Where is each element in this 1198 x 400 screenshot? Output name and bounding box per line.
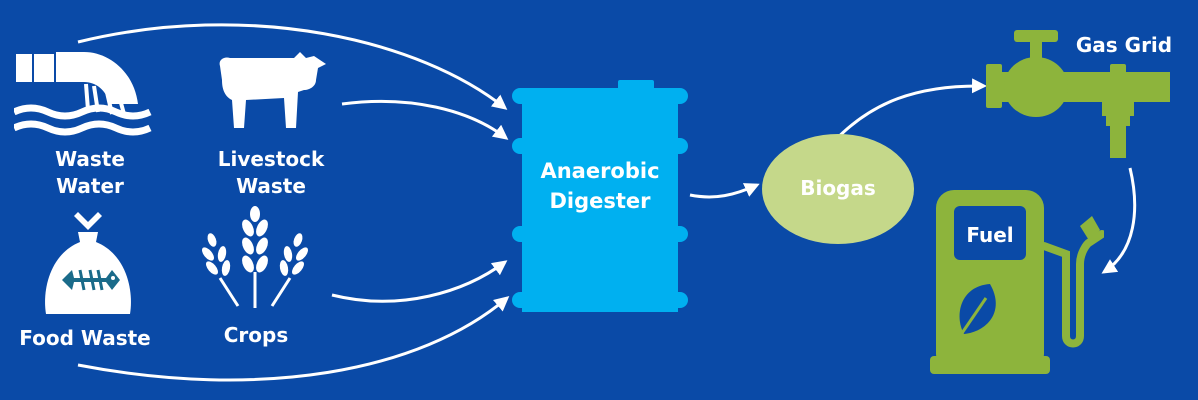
livestock-label-line2: Waste [236, 174, 306, 198]
digester-label-line1: Anaerobic [540, 159, 660, 183]
fuel-pump-icon [930, 190, 1104, 374]
arrow-food-to-digester [77, 296, 510, 382]
livestock-label-line1: Livestock [217, 147, 325, 171]
cow-icon [219, 52, 326, 128]
gas-pipe-valve-icon [986, 30, 1170, 158]
wheat-icon [202, 206, 308, 308]
arrow-livestock-to-digester [341, 99, 509, 140]
arrow-gas-grid-to-fuel [1101, 167, 1137, 274]
arrow-waste-water-to-digester [77, 23, 508, 110]
biogas-label: Biogas [800, 176, 876, 200]
arrow-digester-to-biogas [689, 183, 760, 199]
food-waste-bag-icon [45, 212, 131, 314]
gas-grid-label: Gas Grid [1075, 33, 1173, 57]
digester-label-line2: Digester [549, 189, 651, 213]
waste-water-label-line1: Waste [55, 147, 125, 171]
food-waste-label: Food Waste [19, 326, 151, 350]
digester-label: Anaerobic Digester [515, 156, 685, 216]
biogas-bubble [762, 134, 914, 244]
digester-tank-icon [512, 80, 688, 312]
waste-water-label: Waste Water [40, 146, 140, 200]
waste-water-pipe-icon [14, 52, 152, 136]
crops-label: Crops [223, 323, 289, 347]
arrow-crops-to-digester [331, 260, 508, 303]
fuel-label: Fuel [966, 223, 1014, 247]
livestock-label: Livestock Waste [206, 146, 336, 200]
arrow-biogas-to-gas-grid [826, 78, 987, 149]
waste-water-label-line2: Water [56, 174, 124, 198]
